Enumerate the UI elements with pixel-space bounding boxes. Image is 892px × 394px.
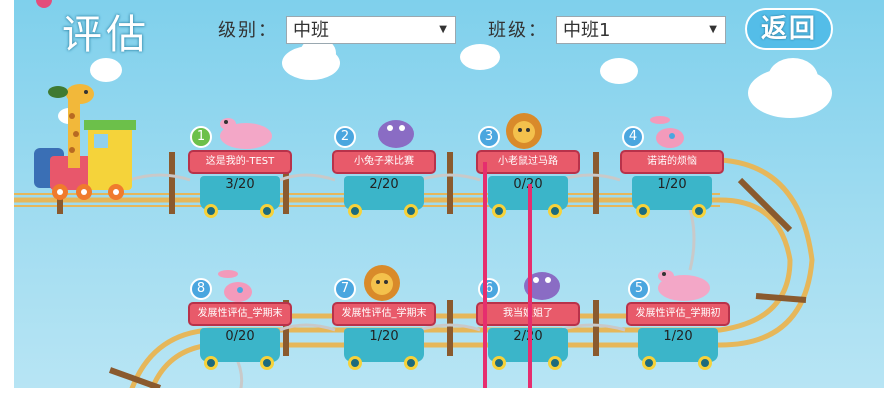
hippo-icon [220,118,272,149]
level-card-7[interactable]: 发展性评估_学期末 1/20 [332,302,436,376]
level-card-1[interactable]: 这是我的-TEST 3/20 [188,150,292,224]
giraffe-icon [48,84,94,168]
level-progress: 1/20 [657,177,687,192]
frame-edge [884,0,892,394]
caret-down-icon: ▼ [439,24,447,35]
lion-icon [506,113,542,149]
rabbit-icon [650,116,684,148]
wheel [698,356,712,370]
class-select[interactable]: 中班1 ▼ [556,16,726,44]
cloud [768,58,818,98]
wheel [204,356,218,370]
level-number-badge: 3 [478,126,500,148]
frame-edge [0,0,14,394]
wheel [548,356,562,370]
level-number-badge: 1 [190,126,212,148]
cloud [460,44,500,70]
wheel [692,204,706,218]
class-select-value: 中班1 [563,20,611,41]
dinosaur-icon [378,120,414,148]
decor-dot [36,0,52,8]
cloud [600,58,638,84]
level-progress: 0/20 [225,329,255,344]
wheel [642,356,656,370]
wheel [260,204,274,218]
level-card-4[interactable]: 诺诺的烦恼 1/20 [620,150,724,224]
page-title: 评估 [62,12,150,58]
level-number-badge: 8 [190,278,212,300]
level-number-badge: 7 [334,278,356,300]
wheel [548,204,562,218]
class-label: 班级： [488,20,548,41]
wheel [636,204,650,218]
level-label: 级别： [218,20,278,41]
level-progress: 2/20 [476,329,580,344]
level-name: 发展性评估_学期末 [188,302,292,326]
wheel [260,356,274,370]
wheel [404,204,418,218]
wheel [404,356,418,370]
caret-down-icon: ▼ [709,24,717,35]
level-number-badge: 5 [628,278,650,300]
level-progress: 2/20 [369,177,399,192]
level-select[interactable]: 中班 ▼ [286,16,456,44]
level-progress: 1/20 [663,329,693,344]
wheel [204,204,218,218]
level-number-badge: 2 [334,126,356,148]
dinosaur-icon [524,272,560,300]
level-card-3[interactable]: 小老鼠过马路 0/20 [476,150,580,224]
train-icon [34,120,136,200]
level-name: 小兔子来比赛 [332,150,436,174]
lion-icon [364,265,400,301]
level-progress: 3/20 [225,177,255,192]
frame-edge [0,388,892,394]
level-name: 诺诺的烦恼 [620,150,724,174]
level-number-badge: 4 [622,126,644,148]
wheel [492,356,506,370]
level-card-8[interactable]: 发展性评估_学期末 0/20 [188,302,292,376]
wheel [492,204,506,218]
level-select-value: 中班 [293,20,329,41]
guide-line [483,162,487,394]
level-name: 发展性评估_学期末 [332,302,436,326]
guide-line [528,184,532,394]
wheel [348,204,362,218]
cloud [90,58,122,82]
level-card-5[interactable]: 发展性评估_学期初 1/20 [626,302,730,376]
level-number-badge: 6 [478,278,500,300]
level-progress: 0/20 [476,177,580,192]
level-name: 发展性评估_学期初 [626,302,730,326]
level-name: 这是我的-TEST [188,150,292,174]
hippo-icon [658,270,710,301]
wheel [348,356,362,370]
level-progress: 1/20 [369,329,399,344]
rabbit-icon [218,270,252,302]
back-button[interactable]: 返回 [745,8,833,50]
level-card-2[interactable]: 小兔子来比赛 2/20 [332,150,436,224]
level-name: 小老鼠过马路 [476,150,580,174]
